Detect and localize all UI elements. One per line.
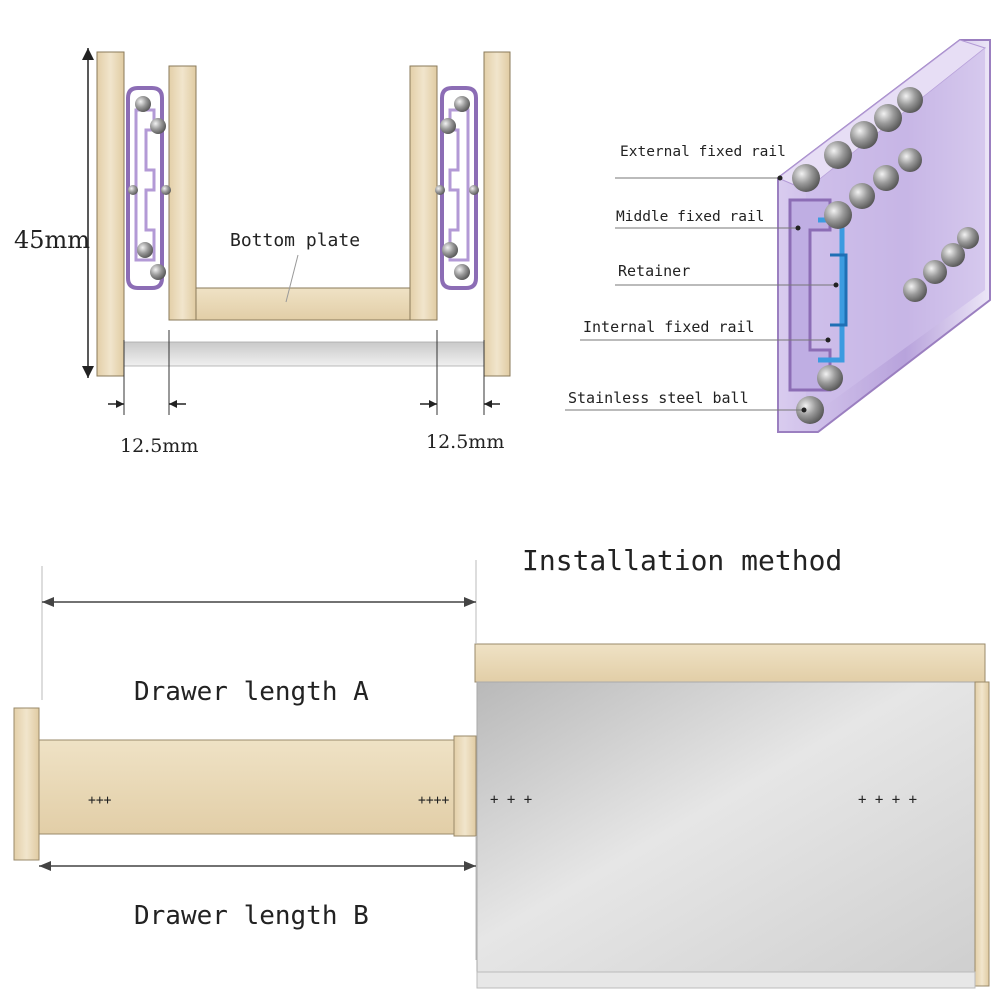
- installation-diagram: Installation method +++ ++++ + + + + + +…: [13, 544, 990, 989]
- drawer-front-panel: [13, 707, 40, 861]
- cabinet-wall-left: [96, 51, 125, 377]
- gap-left-label: 12.5mm: [120, 435, 198, 457]
- ball-bearing: [454, 264, 470, 280]
- ball-bearing: [135, 96, 151, 112]
- bottom-plate-leader: [285, 254, 299, 303]
- ball-bearing: [469, 185, 479, 195]
- drawer-side-panel: [38, 739, 455, 835]
- cross-section-diagram: 45mm Bottom plate: [14, 48, 511, 457]
- drawer-side-right: [409, 65, 438, 321]
- ball-bearing: [150, 118, 166, 134]
- cabinet-top-board: [474, 643, 986, 683]
- gap-dimension-left: [108, 330, 186, 415]
- screw-marks-cabinet-right: + + + +: [858, 792, 917, 808]
- screw-marks-drawer-right: ++++: [418, 793, 449, 808]
- ball-bearing: [128, 185, 138, 195]
- bottom-plate: [195, 287, 411, 321]
- drawer-back-panel: [453, 735, 477, 837]
- ball-bearing: [442, 242, 458, 258]
- ball-bearing: [454, 96, 470, 112]
- slide-rail-left: [126, 86, 171, 290]
- height-label: 45mm: [14, 226, 90, 254]
- installation-title: Installation method: [522, 544, 842, 577]
- rail-detail-diagram: External fixed rail Middle fixed rail Re…: [565, 39, 991, 433]
- callout-retainer: Retainer: [618, 262, 690, 280]
- callout-stainless-steel-ball: Stainless steel ball: [568, 389, 749, 407]
- gap-right-label: 12.5mm: [426, 431, 504, 453]
- screw-marks-cabinet-left: + + +: [490, 792, 532, 808]
- callout-external-fixed-rail: External fixed rail: [620, 144, 786, 160]
- ball-bearing: [440, 118, 456, 134]
- callout-internal-fixed-rail: Internal fixed rail: [583, 318, 755, 336]
- base-panel: [123, 341, 485, 367]
- height-arrow-bottom: [82, 366, 94, 378]
- ball-row-upper: [792, 87, 923, 229]
- drawer-length-b-label: Drawer length B: [134, 901, 369, 931]
- cabinet-back-panel: [974, 681, 990, 987]
- cabinet-wall-right: [483, 51, 511, 377]
- ball-row-lower: [796, 227, 979, 424]
- slide-rail-right: [435, 86, 479, 290]
- drawer-length-a-label: Drawer length A: [134, 677, 369, 707]
- bottom-plate-label: Bottom plate: [230, 230, 360, 251]
- gap-dimension-right: [420, 330, 500, 415]
- ball-bearing: [161, 185, 171, 195]
- drawer-side-left: [168, 65, 197, 321]
- ball-bearing: [137, 242, 153, 258]
- callout-middle-fixed-rail: Middle fixed rail: [616, 209, 764, 225]
- ball-bearing: [435, 185, 445, 195]
- screw-marks-drawer-left: +++: [88, 793, 112, 808]
- height-arrow-top: [82, 48, 94, 60]
- ball-bearing: [150, 264, 166, 280]
- cabinet-body: [476, 681, 976, 973]
